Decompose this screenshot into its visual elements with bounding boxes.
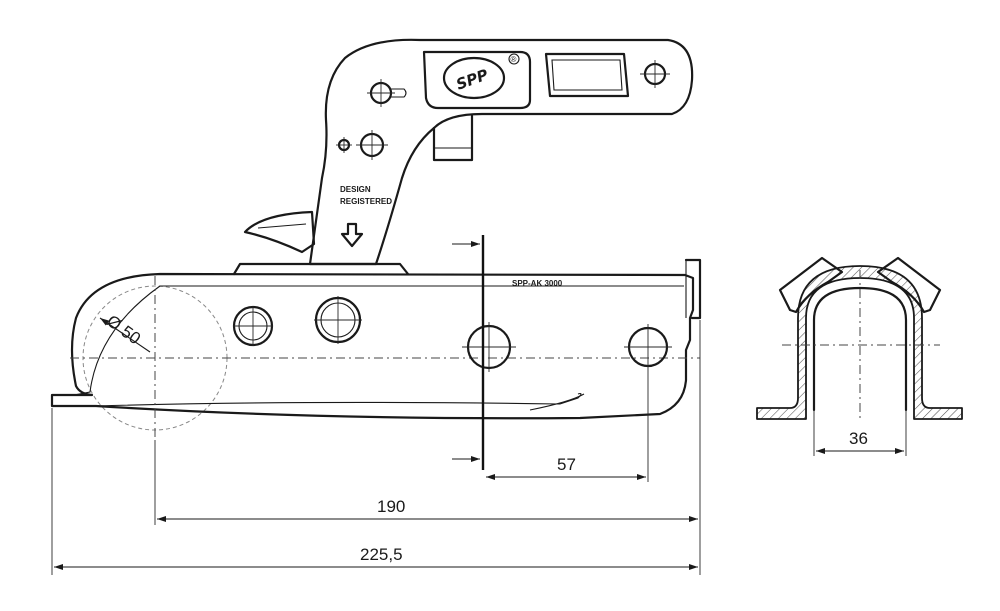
registered-mark-circle [508,53,520,65]
handle-tab [432,114,474,162]
dim-label-190: 190 [377,497,405,516]
handle-hole-right [640,60,670,88]
body-inner-contour [73,285,684,396]
ball-diameter-leader [99,317,151,353]
dim-label-57: 57 [557,455,576,474]
dim-label-36: 36 [849,429,868,448]
mounting-hole-2 [314,296,362,344]
handle-logo-plate [422,50,532,110]
handle-base [232,262,410,276]
section-view: 36 [756,256,963,456]
logo-ellipse [442,56,506,100]
side-view-dimensions: 57 190 225,5 [51,320,701,575]
handle-hole-small [336,137,352,153]
handle-window [544,52,630,98]
body-bottom-contour [95,392,582,407]
safety-lever [243,210,316,254]
safety-lever-line [257,223,307,229]
handle-hole-top [367,79,407,107]
rear-flange [684,258,702,320]
registered-mark: ® [511,55,517,64]
body-lip [529,393,585,411]
handle-hole-middle [356,130,388,160]
ball-diameter-label: Ø 50 [103,311,144,348]
handle-label-design: DESIGN [340,185,371,194]
logo-text: SPP [454,66,491,94]
mounting-hole-4 [624,324,672,372]
section-left-wing [778,256,844,314]
handle-label-registered: REGISTERED [340,197,392,206]
coupling-body [50,272,695,420]
dim-label-225-5: 225,5 [360,545,403,564]
section-profile [756,265,963,420]
handle-window-inner [551,59,623,91]
body-marking-text: SPP-AK 3000 [512,279,563,288]
mounting-hole-1 [232,305,274,347]
section-right-wing [876,256,942,314]
section-inner-profile [812,286,908,412]
side-view: SPP-AK 3000 Ø 50 [50,38,702,470]
down-arrow-icon [340,222,364,248]
mounting-hole-3 [462,322,516,372]
coupling-handle [308,38,694,266]
